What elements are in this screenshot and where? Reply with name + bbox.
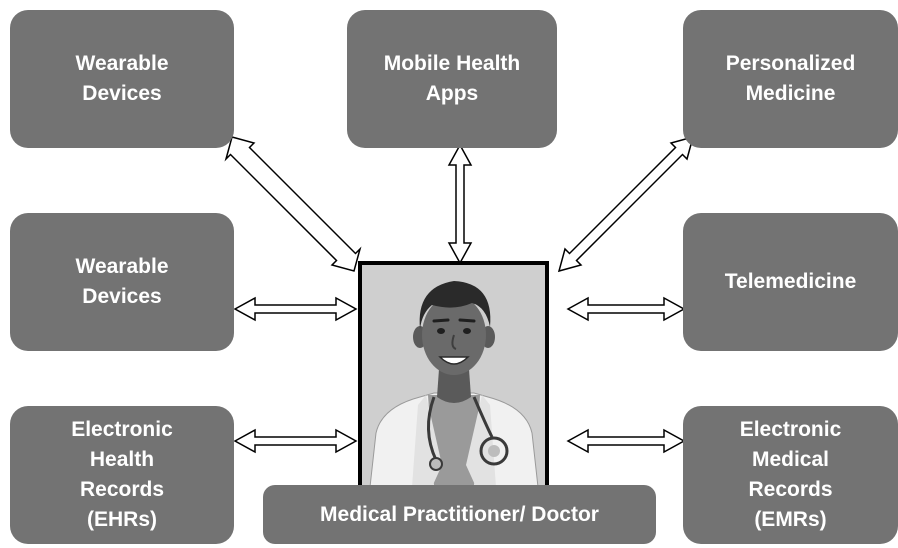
arrow-bottom-left xyxy=(233,428,358,454)
node-ehrs: Electronic Health Records (EHRs) xyxy=(10,406,234,544)
arrow-middle-left xyxy=(233,296,358,322)
doctor-avatar-icon xyxy=(362,265,545,487)
node-mobile-health-apps: Mobile Health Apps xyxy=(347,10,557,148)
node-wearable-devices-middle: Wearable Devices xyxy=(10,213,234,351)
arrow-top-center xyxy=(447,143,473,265)
doctor-caption: Medical Practitioner/ Doctor xyxy=(263,485,656,544)
node-wearable-devices-top: Wearable Devices xyxy=(10,10,234,148)
doctor-image-frame xyxy=(358,261,549,491)
node-telemedicine: Telemedicine xyxy=(683,213,898,351)
node-personalized-medicine: Personalized Medicine xyxy=(683,10,898,148)
arrow-top-right xyxy=(557,135,695,273)
arrow-top-left xyxy=(224,136,362,272)
arrow-bottom-right xyxy=(566,428,686,454)
node-emrs: Electronic Medical Records (EMRs) xyxy=(683,406,898,544)
arrow-middle-right xyxy=(566,296,686,322)
